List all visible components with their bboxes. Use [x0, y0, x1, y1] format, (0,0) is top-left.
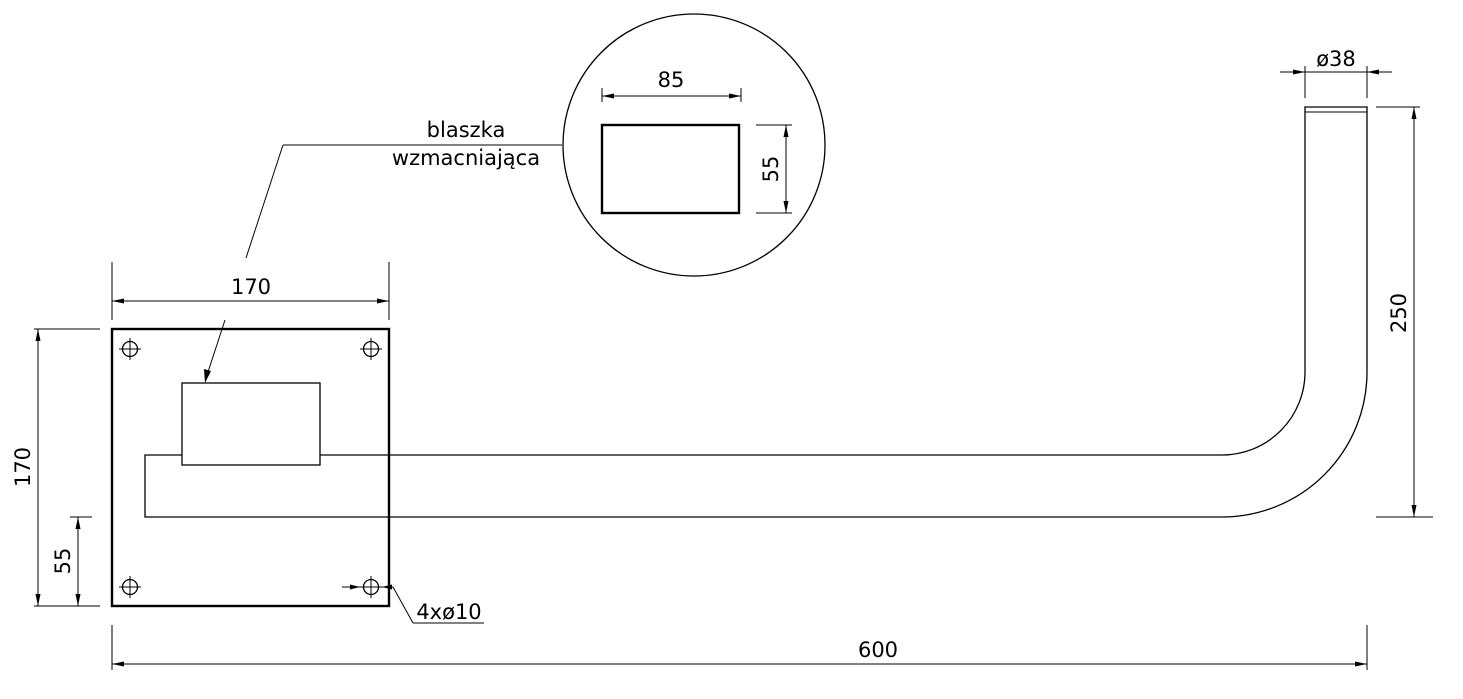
tube-offset-dimension — [70, 516, 92, 606]
mounting-plate — [110, 327, 391, 608]
vertical-height-label: 250 — [1387, 293, 1411, 333]
pipe-diameter-label: ø38 — [1316, 47, 1356, 71]
detail-height-dimension — [756, 124, 792, 214]
total-length-dimension — [111, 625, 1368, 670]
callout-label-line1: blaszka — [427, 118, 506, 142]
holes-label: 4xø10 — [416, 600, 481, 624]
mounting-hole-top-left — [119, 338, 141, 360]
bent-pipe — [144, 106, 1368, 518]
plate-width-dimension — [111, 262, 390, 320]
callout-label-line2: wzmacniająca — [392, 146, 540, 170]
vertical-height-dimension — [1376, 106, 1433, 518]
plate-width-label: 170 — [231, 275, 271, 299]
detail-reinforcement-plate — [600, 123, 741, 215]
total-length-label: 600 — [858, 638, 898, 662]
reinforcement-arrow — [204, 319, 226, 383]
mounting-hole-top-right — [360, 338, 382, 360]
plate-height-label: 170 — [11, 447, 35, 487]
pipe-diameter-dimension — [1280, 66, 1392, 98]
detail-height-label: 55 — [759, 156, 783, 183]
holes-callout — [342, 584, 484, 624]
detail-width-label: 85 — [658, 68, 685, 92]
tube-offset-label: 55 — [51, 548, 75, 575]
mounting-hole-bottom-right — [360, 576, 382, 598]
callout-leader — [245, 144, 562, 259]
reinforcement-plate — [181, 382, 321, 466]
mounting-hole-bottom-left — [119, 576, 141, 598]
plate-height-dimension — [34, 328, 100, 607]
detail-circle — [562, 13, 826, 277]
detail-width-dimension — [601, 88, 742, 102]
